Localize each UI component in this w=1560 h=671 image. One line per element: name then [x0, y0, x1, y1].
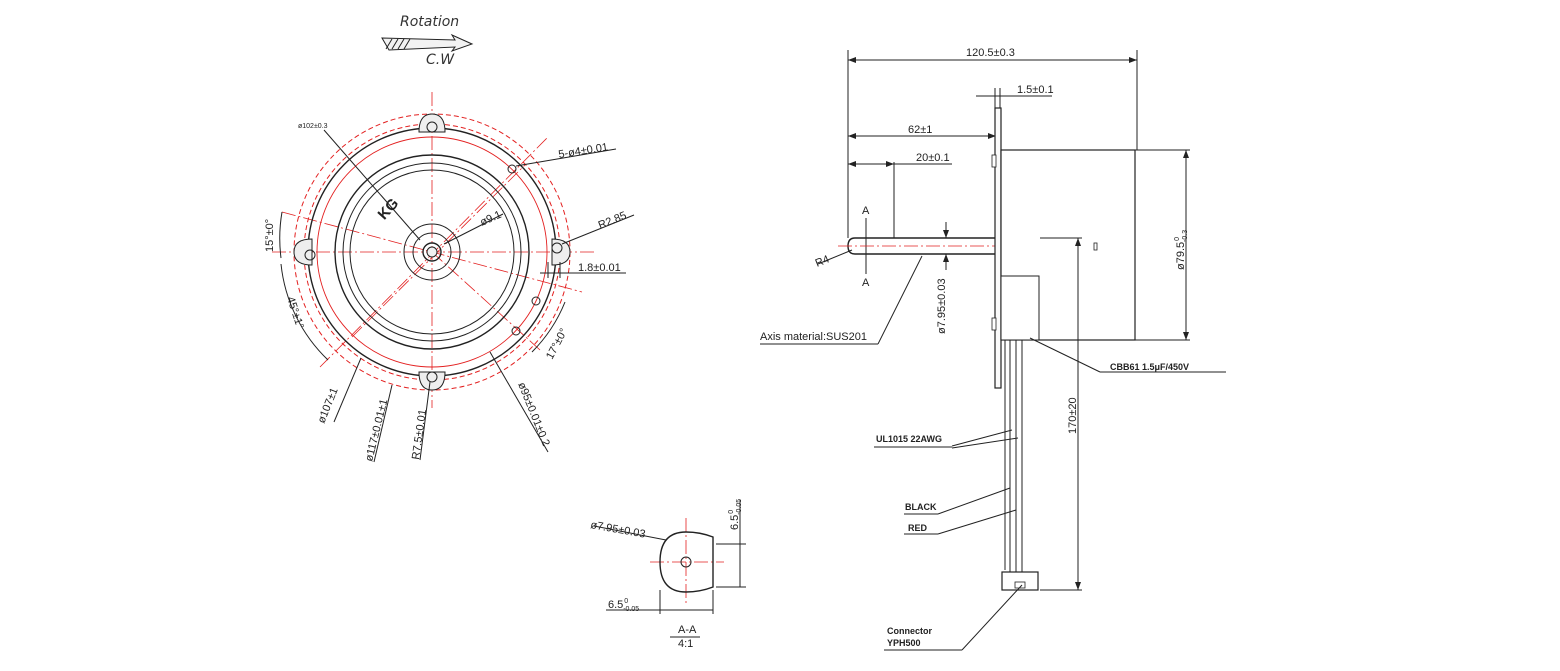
side-flange-lug-top — [991, 154, 997, 168]
section-dim-dia: ø7.95±0.03 — [589, 519, 646, 540]
rotation-direction: C.W — [426, 52, 455, 68]
front-centerline-diag — [351, 164, 526, 338]
front-dim-r75: R7.5±0.01 — [410, 409, 429, 461]
side-arrows-shaft — [943, 230, 949, 262]
front-body-outer — [334, 154, 530, 350]
front-hub-outer — [403, 223, 461, 281]
side-dim-20: 20±0.1 — [916, 152, 950, 164]
side-shaft — [847, 237, 997, 255]
side-flange-lug-bottom — [991, 317, 997, 331]
front-lug-right — [551, 238, 571, 266]
front-arc-15deg — [279, 211, 283, 259]
front-dim-d91: ø9.1 — [478, 209, 503, 229]
section-dim-h: 6.50-0.05 — [608, 598, 639, 613]
side-leader-axis — [877, 255, 923, 345]
side-leader-r4 — [817, 249, 853, 265]
front-body-recess — [349, 169, 515, 335]
front-dim-d117: ø117±0.01±1 — [363, 398, 390, 463]
section-scale: 4:1 — [678, 638, 693, 650]
front-arc-17deg — [531, 301, 566, 353]
side-leader-red — [937, 509, 1017, 535]
section-dim-v: 6.50-0.05 — [728, 499, 743, 530]
rotation-indicator: Rotation C.W — [381, 14, 474, 68]
side-flange-plate — [994, 107, 1002, 389]
front-hole-lower-right — [511, 326, 521, 336]
front-dim-holes: 5-ø4±0.01 — [558, 141, 609, 161]
section-leader-dia — [593, 525, 667, 541]
front-leader-d95 — [489, 351, 549, 453]
section-view: ø7.95±0.03 6.50-0.05 6.50-0.05 A-A 4:1 — [589, 499, 746, 650]
front-leader-r75 — [419, 381, 431, 461]
front-brand-mark: KG — [375, 195, 403, 223]
side-end-marker — [1093, 242, 1098, 251]
side-dim-lead: 170±20 — [1067, 397, 1079, 434]
front-hub-inner — [412, 232, 452, 272]
side-dim-shaft: ø7.95±0.03 — [936, 278, 948, 334]
front-dim-45deg: 45°±1° — [284, 295, 306, 330]
front-dim-d95: ø95±0.01±0.2 — [515, 381, 551, 448]
rotation-arrow-icon — [381, 33, 474, 53]
section-label: A-A — [678, 624, 697, 636]
side-leader-connector — [961, 584, 1023, 651]
side-capacitor — [1000, 275, 1040, 341]
front-arc-45deg — [280, 263, 329, 361]
side-leader-wire-b — [951, 437, 1019, 449]
side-label-connector-1: Connector — [887, 626, 932, 636]
rotation-label: Rotation — [400, 14, 459, 30]
front-dim-17deg: 17°±0° — [544, 326, 570, 361]
side-section-mark-top: A — [862, 205, 870, 217]
side-dim-62: 62±1 — [908, 124, 932, 136]
front-lug-bottom — [418, 371, 446, 391]
side-label-black: BLACK — [905, 502, 937, 512]
front-leader-d91 — [443, 213, 504, 245]
section-center-hole — [680, 556, 692, 568]
front-leader-r285 — [561, 214, 635, 245]
side-label-connector-2: YPH500 — [887, 638, 921, 648]
side-dim-r4: R4 — [814, 253, 832, 269]
front-leader-d107 — [333, 357, 362, 423]
front-centerline-17deg — [431, 251, 541, 351]
front-shaft — [422, 242, 442, 262]
side-view: 120.5±0.3 1.5±0.1 62±1 20±0.1 A A R4 — [760, 47, 1226, 651]
front-leader-holes — [515, 148, 617, 167]
side-dim-body: ø79.50-0.3 — [1174, 230, 1189, 270]
front-leader-d102 — [323, 129, 421, 241]
side-connector — [1001, 571, 1039, 591]
front-dim-18: 1.8±0.01 — [578, 262, 621, 274]
side-label-wire: UL1015 22AWG — [876, 434, 942, 444]
side-leader-capacitor — [1029, 337, 1101, 373]
side-label-axis-material: Axis material:SUS201 — [760, 331, 867, 343]
side-leader-wire-a — [951, 429, 1013, 447]
front-leader-d117 — [373, 384, 393, 463]
side-dim-flange: 1.5±0.1 — [1017, 84, 1054, 96]
front-hole-upper-right — [507, 164, 517, 174]
front-circle-d95 — [316, 136, 548, 368]
front-dim-r285: R2.85 — [597, 210, 629, 232]
side-connector-latch — [1014, 581, 1026, 589]
front-lug-left — [293, 238, 316, 266]
front-dim-15deg: 15°±0° — [264, 219, 276, 252]
side-label-red: RED — [908, 523, 928, 533]
front-dim-d107: ø107±1 — [316, 386, 341, 425]
front-body-inner — [342, 162, 522, 342]
front-view: KG ø102±0.3 5-ø4±0.01 ø9.1 R2.85 1.8±0.0… — [264, 92, 635, 463]
side-label-capacitor: CBB61 1.5μF/450V — [1110, 362, 1189, 372]
side-leader-black — [937, 487, 1011, 515]
front-shaft-core — [426, 246, 438, 258]
front-hole-right — [531, 296, 541, 306]
rotation-arrow-hatch — [385, 38, 411, 50]
front-lug-top — [418, 113, 446, 133]
side-section-mark-bottom: A — [862, 277, 870, 289]
side-dim-total: 120.5±0.3 — [966, 47, 1015, 59]
section-shaft-profile — [659, 531, 714, 593]
front-dim-d102: ø102±0.3 — [298, 123, 328, 130]
